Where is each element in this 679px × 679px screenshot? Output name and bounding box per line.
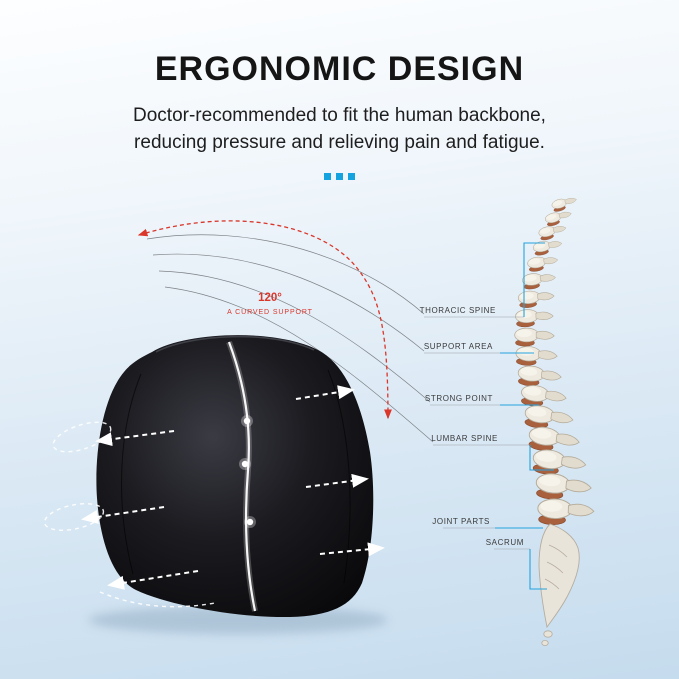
dot-icon (348, 172, 355, 180)
dashed-arrow-right (305, 473, 369, 488)
label-support-area: SUPPORT AREA (424, 342, 493, 351)
label-lumbar-spine: LUMBAR SPINE (431, 434, 498, 443)
dashed-arrow-left (81, 506, 165, 524)
motion-arcs (43, 421, 216, 608)
pillow-top-highlight (155, 335, 315, 353)
coccyx-segment (543, 630, 553, 638)
dashed-arrow-right (295, 385, 355, 400)
label-underlines (424, 316, 530, 550)
dashed-arrow-right (319, 542, 385, 557)
subtitle-line-2: reducing pressure and relieving pain and… (134, 131, 545, 153)
pillow-body (96, 335, 374, 618)
label-thoracic-spine: THORACIC SPINE (420, 306, 496, 315)
subtitle: Doctor-recommended to fit the human back… (0, 103, 679, 157)
spine-illustration (514, 194, 595, 647)
expansion-arrows (81, 385, 385, 590)
subtitle-line-1: Doctor-recommended to fit the human back… (133, 105, 546, 126)
dashed-arrow-left (107, 570, 199, 590)
sacrum-bone (538, 523, 580, 629)
dot-icon (324, 172, 331, 180)
header: ERGONOMIC DESIGN Doctor-recommended to f… (0, 50, 679, 180)
label-connectors (495, 242, 554, 590)
decorative-dots (0, 172, 679, 180)
curved-support-arrow: 120° A CURVED SUPPORT (137, 220, 392, 420)
center-contour-line (226, 340, 258, 612)
label-strong-point: STRONG POINT (425, 394, 493, 403)
angle-caption: A CURVED SUPPORT (227, 309, 313, 316)
pillow-illustration (43, 335, 388, 634)
label-sacrum: SACRUM (486, 538, 524, 547)
label-joint-parts: JOINT PARTS (432, 517, 490, 526)
spine-labels: THORACIC SPINE SUPPORT AREA STRONG POINT… (420, 242, 554, 590)
page-title: ERGONOMIC DESIGN (154, 50, 525, 88)
pillow-seam-right (327, 369, 351, 584)
dashed-arrow-left (95, 430, 175, 447)
sacrum-detail-lines (544, 544, 568, 590)
angle-label: 120° (258, 292, 282, 304)
dot-icon (336, 172, 343, 180)
pillow-seam-left (121, 373, 142, 575)
coccyx-segment (541, 640, 549, 647)
